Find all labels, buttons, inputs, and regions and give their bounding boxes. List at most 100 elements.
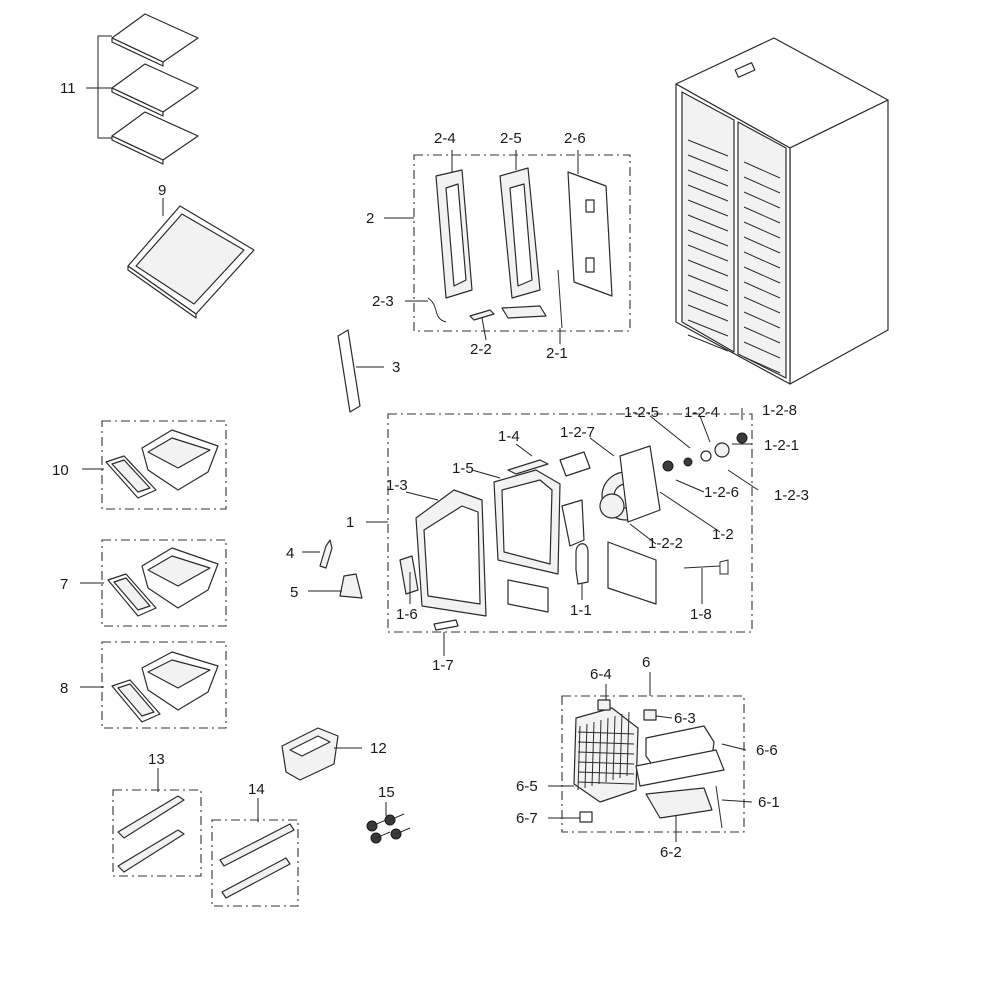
callout-8: 8: [60, 680, 68, 697]
cabinet-shelf-line: [743, 296, 781, 314]
callout-13: 13: [148, 751, 165, 768]
shelf-assembly-11: [86, 13, 199, 165]
cabinet-shelf-line: [687, 289, 729, 307]
callout-6-2: 6-2: [660, 844, 682, 861]
evaporator-fin-line: [619, 713, 623, 779]
evaporator-fin-line: [584, 723, 588, 789]
callout-7: 7: [60, 576, 68, 593]
callout-6-7: 6-7: [516, 810, 538, 827]
callout-6-4: 6-4: [590, 666, 612, 683]
cabinet-shelf-line: [743, 251, 781, 269]
cabinet-shelf-line: [687, 229, 729, 247]
cabinet-shelf-line: [743, 266, 781, 284]
screws-15: [366, 802, 411, 844]
cabinet-shelf-line: [743, 206, 781, 224]
cabinet-shelf-line: [743, 356, 781, 374]
callout-10: 10: [52, 462, 69, 479]
callout-1-2-4: 1-2-4: [684, 404, 719, 421]
drawer-7: [80, 547, 219, 617]
callout-15: 15: [378, 784, 395, 801]
evaporator-tube-line: [577, 741, 635, 745]
callout-9: 9: [158, 182, 166, 199]
group-2-parts: [405, 150, 613, 344]
evaporator-fin-line: [605, 717, 609, 783]
callout-5: 5: [290, 584, 298, 601]
callout-12: 12: [370, 740, 387, 757]
cabinet-shelf-line: [687, 259, 729, 277]
refrigerator-cabinet: [675, 37, 889, 385]
cabinet-shelf-line: [687, 139, 729, 157]
rails-14: [219, 798, 295, 899]
callout-1-4: 1-4: [498, 428, 520, 445]
callout-6-6: 6-6: [756, 742, 778, 759]
evaporator-tube-line: [577, 731, 635, 735]
callout-1-7: 1-7: [432, 657, 454, 674]
drawer-8: [80, 651, 219, 723]
cabinet-shelf-line: [743, 161, 781, 179]
callout-2-4: 2-4: [434, 130, 456, 147]
group-6-parts: [548, 684, 753, 842]
cabinet-shelf-line: [687, 244, 729, 262]
cabinet-shelf-line: [687, 334, 729, 352]
evaporator-tube-line: [577, 781, 635, 785]
cabinet-shelf-line: [687, 274, 729, 292]
cabinet-shelf-line: [687, 154, 729, 172]
callout-11: 11: [60, 80, 76, 97]
callout-2-1: 2-1: [546, 345, 568, 362]
cabinet-shelf-line: [743, 311, 781, 329]
cabinet-shelf-line: [687, 169, 729, 187]
cabinet-shelf-line: [687, 319, 729, 337]
evaporator-fin-line: [612, 715, 616, 781]
callout-1-2-5: 1-2-5: [624, 404, 659, 421]
callout-3: 3: [392, 359, 400, 376]
callout-1-2-6: 1-2-6: [704, 484, 739, 501]
cabinet-shelf-line: [743, 176, 781, 194]
part-5: [308, 573, 363, 599]
cabinet-shelf-line: [743, 221, 781, 239]
callout-1-2-7: 1-2-7: [560, 424, 595, 441]
callout-4: 4: [286, 545, 294, 562]
callout-6-3: 6-3: [674, 710, 696, 727]
callout-6-1: 6-1: [758, 794, 780, 811]
callout-2-3: 2-3: [372, 293, 394, 310]
callout-2: 2: [366, 210, 374, 227]
callout-1-5: 1-5: [452, 460, 474, 477]
evaporator-fin-line: [598, 719, 602, 785]
cabinet-shelf-line: [687, 199, 729, 217]
evaporator-fin-line: [577, 725, 581, 791]
cabinet-shelf-line: [687, 214, 729, 232]
cabinet-shelf-line: [743, 326, 781, 344]
callout-2-2: 2-2: [470, 341, 492, 358]
callout-1-2-8: 1-2-8: [762, 402, 797, 419]
callout-6-5: 6-5: [516, 778, 538, 795]
callout-2-6: 2-6: [564, 130, 586, 147]
callout-1-3: 1-3: [386, 477, 408, 494]
callout-1-8: 1-8: [690, 606, 712, 623]
drawer-10: [82, 429, 219, 499]
callout-1-2-2: 1-2-2: [648, 535, 683, 552]
callout-1-2-3: 1-2-3: [774, 487, 809, 504]
callout-1: 1: [346, 514, 354, 531]
cabinet-shelf-line: [743, 191, 781, 209]
module-12: [281, 727, 362, 781]
callout-1-2-1: 1-2-1: [764, 437, 799, 454]
cabinet-shelf-line: [687, 184, 729, 202]
glass-shelf-9: [127, 198, 255, 319]
callout-6: 6: [642, 654, 650, 671]
cabinet-shelf-line: [687, 304, 729, 322]
part-3: [337, 329, 384, 413]
part-4: [302, 539, 333, 569]
cabinet-shelf-line: [743, 236, 781, 254]
evaporator-tube-line: [577, 771, 635, 775]
evaporator-tube-line: [577, 761, 635, 765]
cabinet-shelf-line: [743, 341, 781, 359]
callout-1-6: 1-6: [396, 606, 418, 623]
group-1-parts: [399, 408, 759, 656]
rails-13: [117, 768, 185, 873]
callout-1-2: 1-2: [712, 526, 734, 543]
cabinet-shelf-line: [743, 281, 781, 299]
callout-1-1: 1-1: [570, 602, 592, 619]
evaporator-tube-line: [577, 751, 635, 755]
callout-14: 14: [248, 781, 265, 798]
